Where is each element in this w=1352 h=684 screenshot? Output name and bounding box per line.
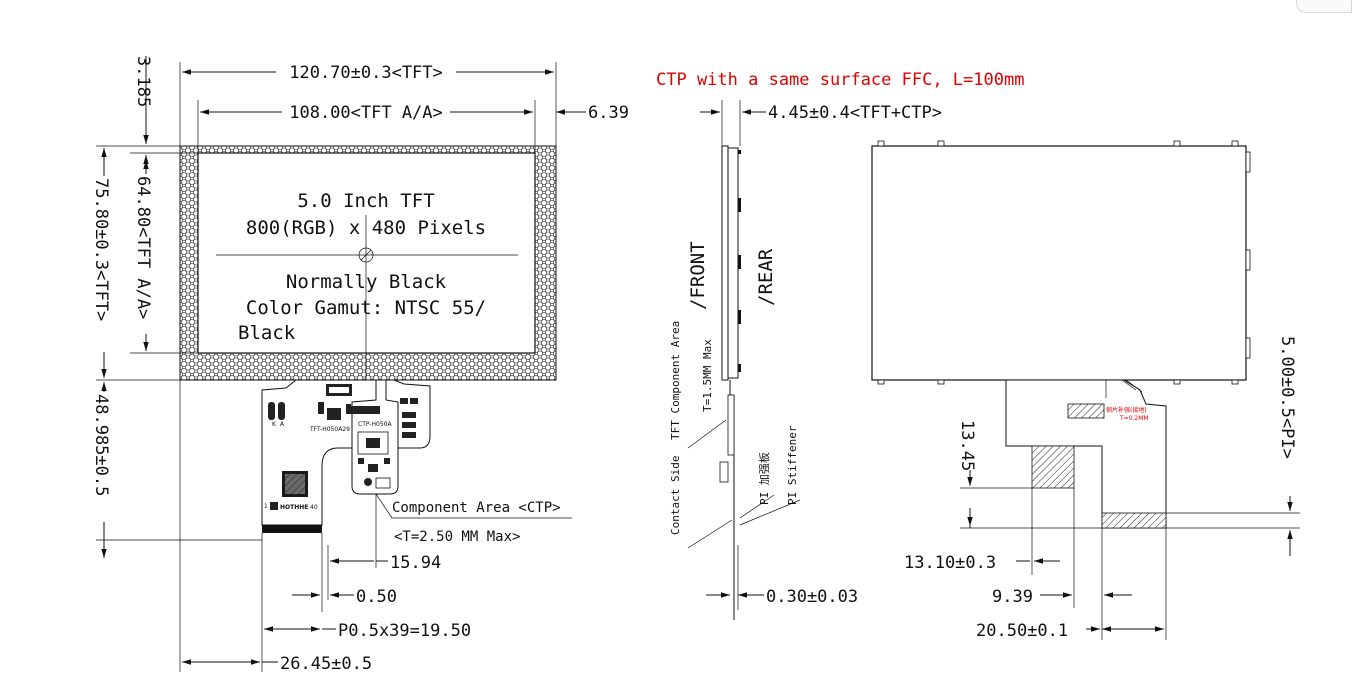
dim-fpc-thickness: 0.30±0.03	[766, 587, 858, 607]
ctp-note: CTP with a same surface FFC, L=100mm	[656, 70, 1024, 90]
front-title-2: 800(RGB) x 480 Pixels	[246, 217, 486, 239]
steel-note: 钢片补强(接地)	[1106, 406, 1147, 414]
rear-outline	[871, 145, 1247, 381]
steel-thickness: T=0.2MM	[1119, 415, 1149, 422]
contact-side: Contact Side	[669, 456, 682, 535]
pi-stiffener-rear	[1031, 445, 1075, 489]
dim-side-thickness: 4.45±0.4<TFT+CTP>	[768, 103, 942, 123]
tft-component-t: T=1.5MM Max	[701, 339, 714, 412]
contact-stiffener	[1101, 512, 1167, 529]
pi-stiffener-en: PI Stiffener	[786, 425, 799, 505]
tft-component-area: TFT Component Area	[669, 321, 682, 440]
dim-aa-width: 108.00<TFT A/A>	[289, 103, 443, 123]
dim-13-10: 13.10±0.3	[904, 553, 996, 573]
dim-fpc-pos: 15.94	[390, 553, 441, 573]
component-area-ctp: Component Area <CTP>	[392, 500, 561, 516]
dim-9-39: 9.39	[992, 587, 1033, 607]
front-view: 5.0 Inch TFT 800(RGB) x 480 Pixels Norma…	[91, 56, 629, 674]
dim-pin-offset: 0.50	[356, 587, 397, 607]
pcb-label-ctp: CTP-H050A	[358, 421, 392, 428]
pad-a: A	[280, 421, 285, 428]
pin-1-label: 1	[264, 503, 268, 510]
active-area	[197, 152, 536, 354]
rear-fpc	[1005, 379, 1167, 529]
center-mark	[358, 247, 374, 263]
dim-overall-height: 75.80±0.3<TFT>	[91, 178, 111, 321]
pi-stiffener-cn: PI 加强板	[757, 452, 771, 505]
dim-pitch: P0.5x39=19.50	[338, 621, 471, 641]
front-title-5: Black	[238, 322, 296, 344]
rear-view: 钢片补强(接地) T=0.2MM 13.45 5.00±0.5<PI> 13.1…	[871, 140, 1300, 641]
side-backlight	[727, 147, 739, 379]
front-title-4: Color Gamut: NTSC 55/	[246, 297, 486, 319]
dim-20-50: 20.50±0.1	[976, 621, 1068, 641]
fpc-contacts	[262, 525, 322, 533]
dim-stiffener-height: 13.45	[957, 420, 977, 471]
rear-label: /REAR	[755, 248, 777, 306]
dim-fpc-from-edge: 26.45±0.5	[280, 654, 372, 674]
dim-pi: 5.00±0.5<PI>	[1277, 336, 1297, 459]
front-title-3: Normally Black	[286, 271, 447, 293]
pcb-label-left: TFT-H050A29	[309, 426, 350, 433]
front-label: /FRONT	[687, 241, 709, 310]
fpc-logo: HOTHHE	[280, 504, 308, 511]
dim-overall-width: 120.70±0.3<TFT>	[289, 63, 443, 83]
component-area-ctp-t: <T=2.50 MM Max>	[394, 529, 520, 545]
steel-stiffener	[1067, 403, 1105, 419]
side-view: 4.45±0.4<TFT+CTP> /FRONT /REAR TFT Compo…	[669, 100, 942, 620]
dim-top-offset: 3.185	[133, 56, 153, 107]
pad-k: K	[272, 421, 277, 428]
dim-fpc-length: 48.985±0.5	[91, 394, 111, 496]
dim-aa-height: 64.80<TFT A/A>	[133, 176, 153, 319]
front-title-1: 5.0 Inch TFT	[297, 190, 434, 212]
side-glass	[721, 145, 729, 381]
pin-40-label: 40	[310, 504, 318, 511]
dim-right-offset: 6.39	[588, 103, 629, 123]
